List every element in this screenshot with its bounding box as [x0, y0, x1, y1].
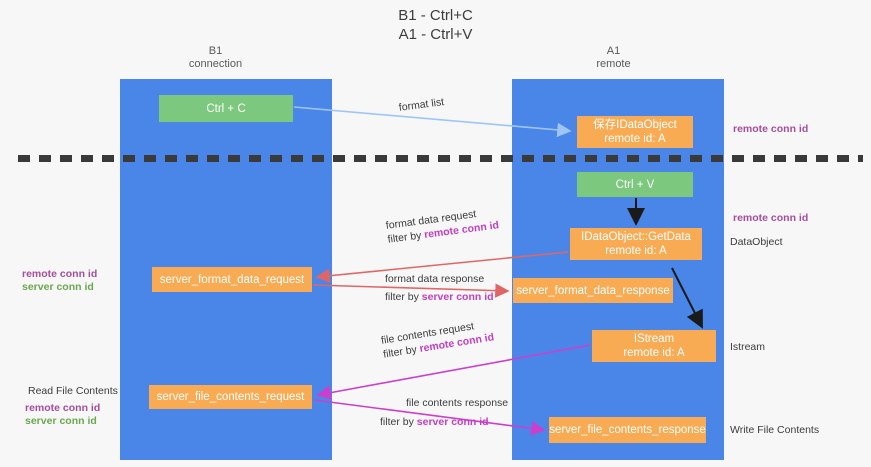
node-server-format-data-request-label: server_format_data_request — [159, 273, 305, 286]
connector-format-list — [293, 106, 572, 138]
node-idataobject-getdata[interactable]: IDataObject::GetData remote id: A — [570, 228, 702, 260]
edge-label-file-contents-response-filter-prefix: filter by — [380, 416, 417, 428]
note-remote-conn-id-top: remote conn id — [733, 123, 808, 136]
note-server-conn-id-left-mid: server conn id — [22, 281, 94, 293]
connector-format-data-request — [315, 251, 569, 283]
connector-file-contents-response — [313, 399, 546, 436]
note-left-middle: remote conn id server conn id — [22, 268, 97, 294]
node-server-format-data-response-label: server_format_data_response — [516, 284, 670, 297]
node-server-format-data-response[interactable]: server_format_data_response — [513, 278, 673, 303]
node-istream[interactable]: IStream remote id: A — [592, 330, 716, 362]
edge-label-file-contents-response-filter-key: server conn id — [416, 416, 489, 428]
node-ctrl-v[interactable]: Ctrl + V — [577, 172, 693, 197]
note-left-bottom: remote conn id server conn id — [25, 402, 100, 428]
note-dataobject-text: DataObject — [730, 236, 783, 248]
note-dataobject: DataObject — [730, 236, 783, 249]
column-header-b1: B1 connection — [163, 45, 268, 71]
node-server-file-contents-response[interactable]: server_file_contents_response — [549, 417, 706, 443]
note-remote-conn-id-mid: remote conn id — [733, 212, 808, 225]
node-idataobject-getdata-line1: IDataObject::GetData — [581, 231, 691, 243]
page-title-line1: B1 - Ctrl+C — [398, 7, 473, 24]
edge-label-format-data-response-filter-key: server conn id — [421, 291, 494, 303]
connector-file-contents-request — [316, 344, 591, 400]
connector-response-istream — [671, 267, 703, 329]
node-istream-line1: IStream — [633, 333, 675, 345]
page-title-line2: A1 - Ctrl+V — [398, 26, 473, 43]
note-istream: Istream — [730, 341, 765, 354]
note-server-conn-id-left-bot: server conn id — [25, 415, 97, 427]
edge-label-file-contents-response: file contents response filter by server … — [380, 396, 508, 429]
edge-label-format-data-response-text: format data response — [385, 273, 485, 285]
note-read-file-contents-text: Read File Contents — [28, 385, 118, 397]
node-server-file-contents-request[interactable]: server_file_contents_request — [149, 385, 312, 409]
node-istream-line2: remote id: A — [623, 347, 685, 359]
note-remote-conn-id-top-text: remote conn id — [733, 123, 809, 135]
node-ctrl-c-label: Ctrl + C — [206, 102, 246, 115]
column-header-b1-sub: connection — [188, 58, 243, 70]
node-idataobject-getdata-line2: remote id: A — [605, 245, 667, 257]
node-ctrl-v-label: Ctrl + V — [615, 178, 655, 191]
note-remote-conn-id-left-bot: remote conn id — [25, 402, 101, 414]
note-write-file-contents-text: Write File Contents — [730, 424, 820, 436]
node-server-file-contents-request-label: server_file_contents_request — [156, 391, 305, 403]
edge-label-format-data-response: format data response filter by server co… — [385, 272, 494, 304]
note-write-file-contents: Write File Contents — [730, 424, 819, 437]
column-header-a1: A1 remote — [561, 45, 666, 71]
note-remote-conn-id-left-mid: remote conn id — [22, 268, 98, 280]
edge-label-file-contents-response-text: file contents response — [406, 397, 509, 409]
page-title: B1 - Ctrl+C A1 - Ctrl+V — [0, 6, 871, 44]
node-server-file-contents-response-label: server_file_contents_response — [549, 424, 706, 436]
node-save-idataobject-line1: 保存IDataObject — [593, 119, 677, 131]
node-save-idataobject-line2: remote id: A — [604, 133, 666, 145]
node-save-idataobject[interactable]: 保存IDataObject remote id: A — [577, 116, 693, 148]
note-read-file-contents: Read File Contents — [28, 385, 118, 398]
node-ctrl-c[interactable]: Ctrl + C — [159, 95, 293, 122]
column-header-a1-sub: remote — [596, 58, 631, 70]
edge-label-format-data-response-filter-prefix: filter by — [385, 291, 422, 303]
column-header-b1-name: B1 — [208, 45, 223, 57]
section-divider — [18, 155, 863, 162]
node-server-format-data-request[interactable]: server_format_data_request — [152, 267, 312, 292]
column-header-a1-name: A1 — [606, 45, 621, 57]
note-remote-conn-id-mid-text: remote conn id — [733, 212, 809, 224]
note-istream-text: Istream — [730, 341, 766, 353]
connector-format-data-response — [312, 283, 510, 298]
